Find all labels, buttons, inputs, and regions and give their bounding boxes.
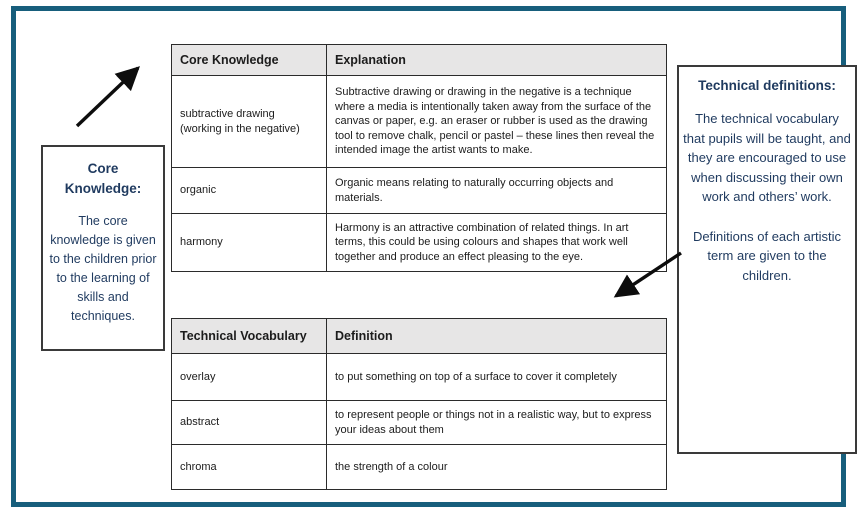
callout-body: Definitions of each artistic term are gi…: [692, 228, 842, 283]
term-cell: chroma: [171, 444, 327, 490]
core-knowledge-table: Core Knowledge Explanation subtractive d…: [171, 44, 667, 272]
technical-vocabulary-table: Technical Vocabulary Definition overlay …: [171, 318, 667, 490]
callout-body: The technical vocabulary that pupils wil…: [683, 111, 851, 204]
table-header-row: Technical Vocabulary Definition: [171, 318, 667, 354]
table-row: chroma the strength of a colour: [171, 444, 667, 490]
table-header-row: Core Knowledge Explanation: [171, 44, 667, 76]
core-knowledge-header: Core Knowledge: [171, 44, 327, 76]
technical-vocabulary-header: Technical Vocabulary: [171, 318, 327, 354]
term-cell: abstract: [171, 400, 327, 445]
definition-header: Definition: [326, 318, 667, 354]
outer-frame: Core Knowledge Explanation subtractive d…: [11, 6, 857, 507]
definition-cell: Harmony is an attractive combination of …: [326, 213, 667, 272]
callout-body: The core knowledge is given to the child…: [49, 214, 157, 323]
technical-definitions-callout: Technical definitions: The technical voc…: [677, 65, 857, 454]
definition-cell: Organic means relating to naturally occu…: [326, 167, 667, 214]
callout-title: Core Knowledge:: [64, 161, 142, 196]
term-cell: subtractive drawing (working in the nega…: [171, 75, 327, 168]
definition-cell: to represent people or things not in a r…: [326, 400, 667, 445]
definition-cell: the strength of a colour: [326, 444, 667, 490]
definition-cell: to put something on top of a surface to …: [326, 353, 667, 401]
term-cell: harmony: [171, 213, 327, 272]
table-row: harmony Harmony is an attractive combina…: [171, 213, 667, 272]
table-row: subtractive drawing (working in the nega…: [171, 75, 667, 168]
callout-title: Technical definitions:: [698, 78, 836, 93]
explanation-header: Explanation: [326, 44, 667, 76]
definition-cell: Subtractive drawing or drawing in the ne…: [326, 75, 667, 168]
table-row: abstract to represent people or things n…: [171, 400, 667, 445]
term-cell: organic: [171, 167, 327, 214]
core-knowledge-callout: Core Knowledge: The core knowledge is gi…: [41, 145, 165, 351]
table-row: overlay to put something on top of a sur…: [171, 353, 667, 401]
term-cell: overlay: [171, 353, 327, 401]
table-row: organic Organic means relating to natura…: [171, 167, 667, 214]
